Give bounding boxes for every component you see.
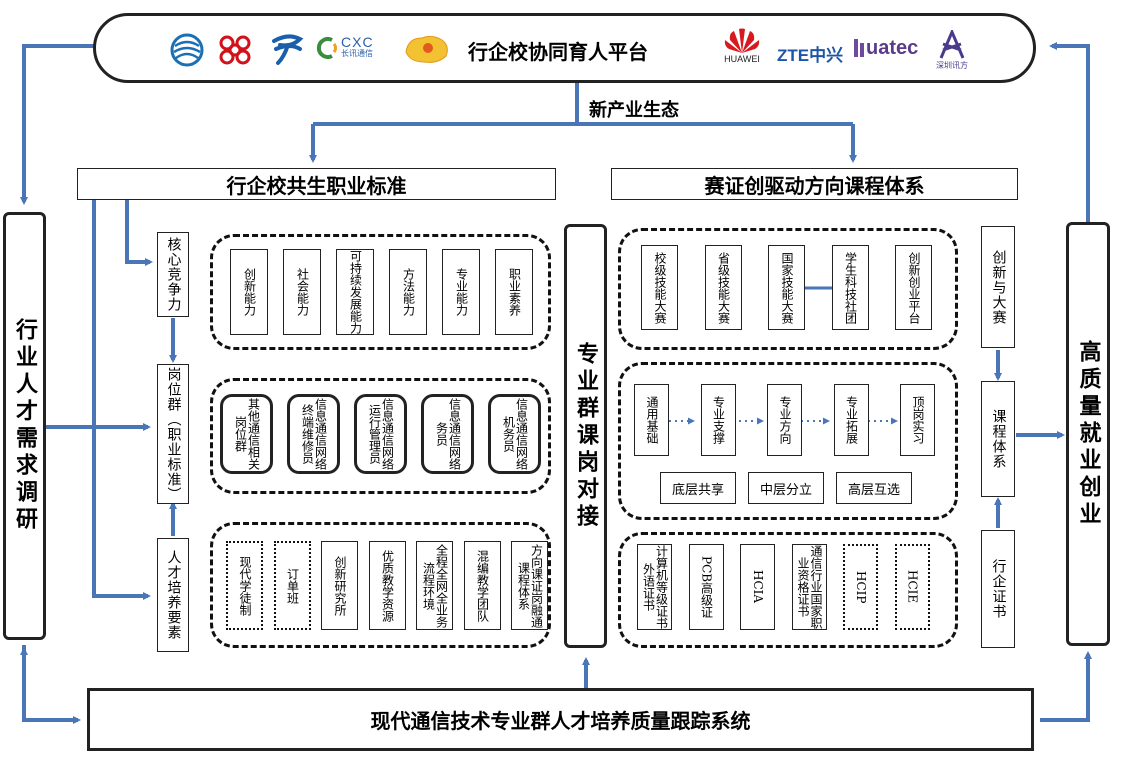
standard-header: 行企校共生职业标准 — [77, 168, 556, 200]
contest-box-2: 省级技能大赛 — [704, 245, 742, 330]
course-layer-2: 中层分立 — [748, 472, 824, 504]
element-group — [210, 522, 551, 648]
industry-certificate: 行企证书 — [981, 530, 1015, 648]
competency-box-5: 专业能力 — [442, 249, 480, 335]
zte-logo: ZTE中兴 — [777, 46, 844, 65]
cert-group — [618, 532, 958, 648]
competency-box-6: 职业素养 — [495, 249, 533, 335]
china-telecom-logo — [270, 31, 304, 67]
course-step-5: 顶岗实习 — [900, 384, 935, 456]
contest-box-5: 创新创业平台 — [895, 245, 932, 330]
post-list-group — [210, 378, 551, 494]
course-step-3: 专业方向 — [767, 384, 802, 456]
course-step-1: 通用基础 — [634, 384, 669, 456]
post-box-1: 其他通信相关岗位群 — [220, 394, 273, 474]
course-step-2: 专业支撑 — [700, 384, 736, 456]
element-box-4: 优质教学资源 — [368, 541, 406, 630]
course-system: 课程体系 — [981, 381, 1015, 497]
high-quality-employment: 高质量就业创业 — [1066, 222, 1110, 646]
ecology-label: 新产业生态 — [589, 100, 679, 121]
post-box-3: 信息通信网络运行管理员 — [354, 394, 407, 474]
competency-box-4: 方法能力 — [389, 249, 427, 335]
cert-box-5: HCIP — [843, 544, 878, 630]
huawei-logo-text: HUAWEI — [724, 54, 760, 64]
competency-box-1: 创新能力 — [230, 249, 268, 335]
contest-box-4: 学生科技社团 — [831, 245, 869, 330]
quality-tracking-system: 现代通信技术专业群人才培养质量跟踪系统 — [87, 688, 1034, 751]
course-header: 赛证创驱动方向课程体系 — [611, 168, 1018, 200]
course-step-4: 专业拓展 — [833, 384, 869, 456]
contest-group — [618, 228, 958, 350]
contest-box-3: 国家技能大赛 — [768, 245, 805, 330]
cert-box-6: HCIE — [894, 544, 930, 630]
china-unicom-logo — [216, 33, 254, 67]
cert-box-2: PCB高级证 — [688, 544, 724, 630]
china-mobile-logo — [170, 33, 204, 67]
competency-box-3: 可持续发展能力 — [336, 249, 374, 335]
innovation-contest: 创新与大赛 — [981, 226, 1015, 348]
cxc-logo-text: CXC — [341, 34, 374, 50]
element-box-5: 全程全网全业务流程环境 — [416, 541, 453, 630]
element-box-6: 混编教学团队 — [463, 541, 501, 630]
cxc-logo: CXC 长讯通信 — [314, 34, 374, 62]
course-layer-3: 高层互选 — [836, 472, 912, 504]
huawei-logo: HUAWEI — [723, 28, 761, 64]
element-box-2: 订单班 — [273, 541, 311, 630]
post-box-5: 信息通信网络机务员 — [488, 394, 541, 474]
post-box-4: 信息通信网络务员 — [421, 394, 474, 474]
contest-box-1: 校级技能大赛 — [641, 245, 678, 330]
cxc-logo-subtext: 长讯通信 — [341, 49, 373, 58]
element-box-3: 创新研究所 — [321, 541, 358, 630]
course-flow-group — [618, 362, 958, 520]
post-group: 岗位群（职业标准） — [157, 364, 189, 504]
post-box-2: 信息通信网络终端维修员 — [287, 394, 340, 474]
uatec-logo: uatec — [852, 35, 918, 61]
competency-group — [210, 234, 551, 350]
competency-box-2: 社会能力 — [283, 249, 321, 335]
element-box-1: 现代学徒制 — [226, 541, 263, 630]
cert-box-4: 通信行业国家职业资格证书 — [791, 544, 827, 630]
element-box-7: 方向课证岗融通课程体系 — [511, 541, 548, 630]
core-competitiveness: 核心竞争力 — [157, 232, 189, 317]
course-layer-1: 底层共享 — [660, 472, 736, 504]
platform-title: 行企校协同育人平台 — [468, 40, 648, 64]
cert-box-1: 计算机等级证书外语证书 — [637, 544, 672, 630]
xunfang-logo: 深圳讯方 — [936, 30, 968, 71]
cdeo-logo — [402, 32, 452, 66]
training-elements: 人才培养要素 — [157, 538, 189, 652]
industry-demand-research: 行业人才需求调研 — [3, 212, 46, 640]
cert-box-3: HCIA — [740, 544, 775, 630]
course-post-alignment: 专业群课岗对接 — [564, 224, 607, 648]
platform-banner: 行企校协同育人平台 — [93, 13, 1036, 83]
